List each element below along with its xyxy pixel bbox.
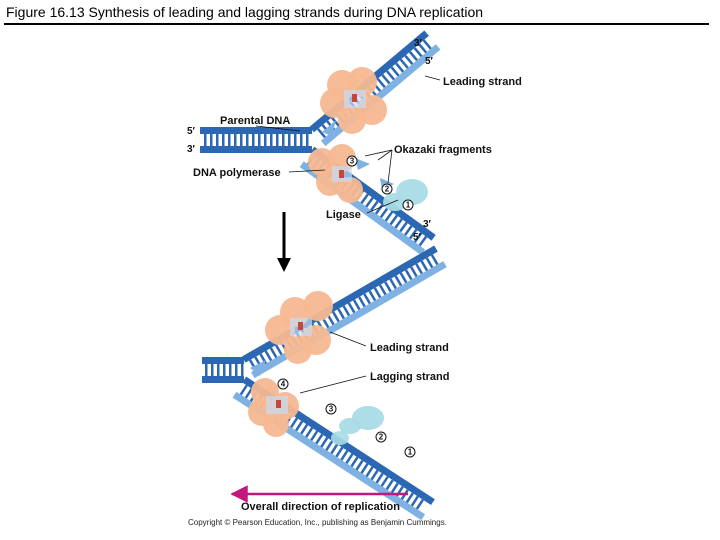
dna-polymerase-complex-upper [320, 67, 387, 134]
label-dna-polymerase: DNA polymerase [193, 167, 281, 179]
page-title: Figure 16.13 Synthesis of leading and la… [6, 4, 484, 20]
okazaki-fragment-number-1: 1 [402, 199, 414, 211]
okazaki-fragment-number-2-bottom: 2 [375, 431, 387, 443]
dna-polymerase-complex-lower [308, 144, 363, 203]
overall-direction-arrow: Overall direction of replication [230, 485, 408, 513]
label-ligase: Ligase [326, 209, 361, 221]
upper-arm-base-pairs-bottom [248, 254, 439, 371]
label-lagging-strand: Lagging strand [370, 371, 449, 383]
bottom-panel: 4 3 2 1 Leading strand Lagging strand [202, 245, 449, 521]
top-panel-leader-lines [255, 75, 441, 214]
label-leading-strand-bottom: Leading strand [370, 342, 449, 354]
ligase-enzyme-bottom [331, 406, 384, 445]
label-3-prime-left: 3′ [187, 144, 196, 155]
svg-text:4: 4 [281, 380, 286, 389]
top-panel: 3 2 1 3′ 5′ Leading strand Parental DNA … [187, 30, 522, 256]
leading-strand-arrowhead-bottom [250, 360, 266, 376]
label-5-prime-left: 5′ [187, 126, 196, 137]
svg-text:1: 1 [408, 448, 413, 457]
label-parental-dna: Parental DNA [220, 115, 290, 127]
okazaki-fragment-number-4: 4 [277, 378, 289, 390]
svg-text:3: 3 [329, 405, 334, 414]
label-okazaki-fragments: Okazaki fragments [394, 144, 492, 156]
label-5-prime-top: 5′ [425, 56, 434, 67]
parental-dna-duplex-bottom [202, 357, 244, 383]
parental-dna-duplex [200, 127, 312, 153]
bottom-parental-base-pairs [205, 364, 244, 376]
label-3-prime-top: 3′ [414, 38, 423, 49]
label-overall-direction: Overall direction of replication [241, 501, 400, 513]
panel-transition-arrow [277, 212, 291, 272]
label-3-prime-bottom: 3′ [423, 219, 432, 230]
bottom-panel-leader-lines [299, 331, 367, 394]
label-5-prime-bottom: 5′ [413, 232, 422, 243]
ligase-enzyme [383, 179, 428, 211]
title-divider [4, 23, 709, 25]
okazaki-fragment-arrowhead-1 [355, 158, 370, 170]
svg-text:2: 2 [385, 185, 390, 194]
okazaki-fragment-number-2: 2 [381, 183, 393, 195]
parental-dna-base-pairs [204, 134, 309, 146]
dna-polymerase-complex-lower-bottom [248, 378, 299, 437]
okazaki-fragment-number-1-bottom: 1 [404, 446, 416, 458]
label-leading-strand-top: Leading strand [443, 76, 522, 88]
dna-polymerase-complex-upper-bottom [265, 291, 333, 364]
svg-text:3: 3 [350, 157, 355, 166]
okazaki-fragment-number-3-bottom: 3 [325, 403, 337, 415]
upper-fork-arm-bottom [242, 245, 447, 379]
leading-strand-arrowhead [322, 120, 336, 136]
copyright-notice: Copyright © Pearson Education, Inc., pub… [188, 518, 447, 527]
okazaki-fragment-number-3: 3 [346, 155, 358, 167]
svg-text:1: 1 [406, 201, 411, 210]
svg-text:2: 2 [379, 433, 384, 442]
